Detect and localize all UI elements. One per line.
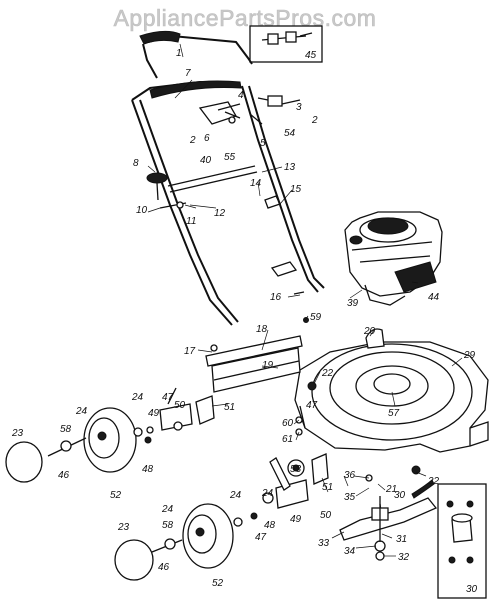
callout-50-front: 50	[320, 510, 332, 521]
callout-2-left: 2	[189, 135, 196, 146]
callout-57: 57	[388, 408, 400, 419]
callout-40: 40	[200, 155, 212, 166]
handle-bolt-10-12	[159, 201, 187, 209]
engine[interactable]	[344, 211, 443, 306]
callout-22-upper: 22	[321, 368, 334, 379]
callout-24-rear: 24	[131, 392, 144, 403]
callout-13: 13	[284, 162, 296, 173]
callout-1: 1	[176, 48, 182, 59]
callout-5: 5	[260, 138, 266, 149]
front-height-adjuster[interactable]	[262, 453, 329, 509]
callout-61: 61	[282, 434, 293, 445]
discharge-chute-door[interactable]	[365, 328, 385, 349]
callout-52-front: 52	[212, 578, 224, 589]
callout-51-rear: 51	[224, 402, 235, 413]
callout-4: 4	[238, 90, 244, 101]
callout-46-front: 46	[158, 562, 170, 573]
callout-2-right: 2	[311, 115, 318, 126]
leader-lines	[147, 43, 463, 557]
callout-35: 35	[344, 492, 356, 503]
callout-14: 14	[250, 178, 262, 189]
callout-55: 55	[224, 152, 236, 163]
pivot-parts	[224, 95, 301, 125]
callout-11: 11	[186, 216, 196, 227]
callout-33: 33	[318, 538, 330, 549]
callout-18: 18	[256, 324, 268, 335]
rear-hubcap[interactable]	[5, 441, 43, 483]
watermark-text: AppliancePartsPros.com	[114, 5, 377, 31]
front-wheel[interactable]	[182, 503, 234, 569]
callout-36: 36	[344, 470, 356, 481]
callout-32: 32	[398, 552, 410, 563]
callout-3: 3	[296, 102, 302, 113]
mower-deck[interactable]	[294, 341, 489, 453]
callout-60: 60	[282, 418, 294, 429]
upper-handle[interactable]	[131, 30, 325, 326]
rear-height-adjuster[interactable]	[146, 387, 215, 434]
callout-7: 7	[185, 68, 191, 79]
callout-50-rear: 50	[174, 400, 186, 411]
detail-box-45	[249, 25, 323, 63]
cable-clip-parts	[264, 195, 305, 295]
callout-39: 39	[347, 298, 359, 309]
callout-31: 31	[396, 534, 407, 545]
callout-48-front: 48	[264, 520, 276, 531]
callout-19: 19	[262, 360, 274, 371]
air-lift-wire	[411, 479, 435, 499]
handle-knob[interactable]	[146, 172, 168, 201]
callout-58-front: 58	[162, 520, 174, 531]
callout-49-rear: 49	[148, 408, 160, 419]
callout-47-front: 47	[255, 532, 267, 543]
callout-12: 12	[214, 208, 226, 219]
callout-20: 20	[363, 326, 376, 337]
callout-58-rear: 58	[60, 424, 72, 435]
front-hubcap[interactable]	[114, 539, 154, 581]
callout-labels: 1 7 45 4 3 2 54 5 2 6 40 55 8 13 14 15 1…	[11, 48, 478, 595]
callout-24-front-adj: 24	[261, 488, 274, 499]
callout-16: 16	[270, 292, 282, 303]
callout-23-front: 23	[117, 522, 130, 533]
callout-24-front: 24	[229, 490, 242, 501]
callout-53: 53	[290, 464, 302, 475]
rear-wheel[interactable]	[83, 407, 137, 473]
detail-box-30	[437, 483, 487, 599]
callout-45: 45	[305, 50, 317, 61]
callout-44: 44	[428, 292, 440, 303]
callout-10: 10	[136, 205, 148, 216]
callout-59: 59	[310, 312, 322, 323]
callout-54: 54	[284, 128, 296, 139]
callout-24-front-wheel: 24	[161, 504, 174, 515]
callout-48-rear: 48	[142, 464, 154, 475]
callout-46-rear: 46	[58, 470, 70, 481]
callout-29: 29	[463, 350, 476, 361]
callout-17: 17	[184, 346, 196, 357]
callout-51-front: 51	[322, 482, 333, 493]
callout-22-lower: 22	[427, 476, 440, 487]
callout-30-main: 30	[394, 490, 406, 501]
callout-47-rear: 47	[162, 392, 174, 403]
callout-8: 8	[133, 158, 139, 169]
callout-24-wheel: 24	[75, 406, 88, 417]
callout-49-front: 49	[290, 514, 302, 525]
callout-47-deck: 47	[306, 400, 318, 411]
wheel-bolts-washers	[47, 427, 258, 553]
callout-15: 15	[290, 184, 302, 195]
callout-23-rear: 23	[11, 428, 24, 439]
callout-30-detail: 30	[466, 584, 478, 595]
callout-34: 34	[344, 546, 356, 557]
callout-6: 6	[204, 133, 210, 144]
callout-52-rear: 52	[110, 490, 122, 501]
deck-fasteners	[210, 317, 421, 482]
rear-trail-shield[interactable]	[205, 335, 303, 393]
callout-21: 21	[385, 484, 397, 495]
